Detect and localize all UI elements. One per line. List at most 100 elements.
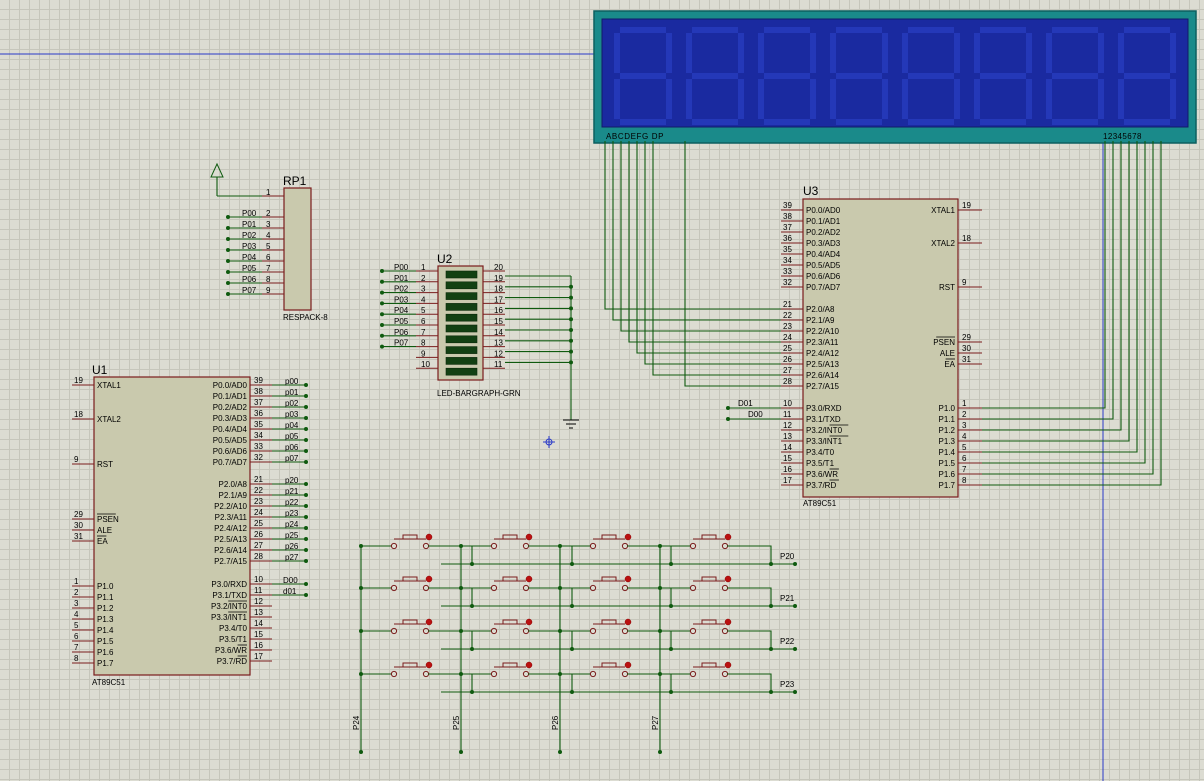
bargraph-u2[interactable]: U2LED-BARGRAPH-GRN1234567891020191817161… xyxy=(416,252,521,398)
pin-label: P2.0/A8 xyxy=(219,480,248,489)
junction-dot xyxy=(669,690,673,694)
segment-b xyxy=(882,33,888,73)
col-net-label: P26 xyxy=(551,715,560,730)
wire xyxy=(727,545,772,564)
pin-number: 17 xyxy=(254,652,263,661)
pin-label: EA xyxy=(97,537,108,546)
junction-dot xyxy=(304,416,308,420)
pin-label: P3.0/RXD xyxy=(211,580,247,589)
switch-contact xyxy=(490,670,498,678)
wire xyxy=(727,673,772,692)
pin-number: 38 xyxy=(254,387,263,396)
keypad-button[interactable] xyxy=(558,575,673,608)
switch-contact xyxy=(422,627,430,635)
pin-number: 3 xyxy=(421,285,426,294)
wire-digit xyxy=(982,141,1146,464)
keypad-button[interactable] xyxy=(459,661,574,694)
pin-label: XTAL1 xyxy=(931,206,955,215)
switch-contact xyxy=(589,670,597,678)
junction-dot xyxy=(793,690,797,694)
pin-label: P3.4/T0 xyxy=(806,448,835,457)
junction-dot xyxy=(380,301,384,306)
wire-segment xyxy=(644,141,781,365)
pin-label: P2.2/A10 xyxy=(214,502,247,511)
junction-dot xyxy=(226,215,230,219)
keypad-button[interactable] xyxy=(658,618,773,651)
pin-number: 1 xyxy=(266,188,271,197)
pin-label: P2.1/A9 xyxy=(219,491,248,500)
pin-number: 12 xyxy=(494,349,503,358)
segment-e xyxy=(830,79,836,119)
pin-number: 14 xyxy=(254,619,263,628)
keypad-button[interactable] xyxy=(359,661,474,694)
segment-d xyxy=(1052,119,1098,125)
keypad-button[interactable] xyxy=(459,618,574,651)
led-bar xyxy=(445,324,478,333)
pin-label: P3.4/T0 xyxy=(219,624,248,633)
pin-label: P3.6/WR xyxy=(806,470,838,479)
cursor-crosshair-icon xyxy=(543,436,555,448)
keypad-button[interactable] xyxy=(658,575,773,608)
pin-number: 24 xyxy=(254,508,263,517)
chip-u3[interactable]: U3AT89C5139P0.0/AD038P0.1/AD137P0.2/AD23… xyxy=(781,184,982,508)
pin-number: 17 xyxy=(783,476,792,485)
junction-dot xyxy=(359,750,363,754)
segment-c xyxy=(1098,79,1104,119)
junction-dot xyxy=(226,226,230,230)
pin-label: P2.3/A11 xyxy=(806,338,839,347)
junction-dot xyxy=(304,394,308,398)
pin-number: 17 xyxy=(494,295,503,304)
switch-cap xyxy=(701,662,717,668)
switch-cap xyxy=(701,619,717,625)
switch-contact xyxy=(390,627,398,635)
pin-label: P3.7/RD xyxy=(217,657,247,666)
segment-d xyxy=(620,119,666,125)
keypad-button[interactable] xyxy=(359,618,474,651)
pin-number: 16 xyxy=(494,306,503,315)
respack-rp1-body[interactable] xyxy=(283,187,312,311)
chip-u1-body[interactable] xyxy=(93,376,251,676)
net-label: P02 xyxy=(394,285,409,294)
pin-number: 7 xyxy=(421,328,426,337)
keypad-button[interactable] xyxy=(558,618,673,651)
switch-indicator xyxy=(624,575,632,583)
junction-dot xyxy=(380,333,384,338)
pin-label: P0.3/AD3 xyxy=(806,239,841,248)
pin-number: 21 xyxy=(783,300,792,309)
keypad-button[interactable] xyxy=(459,575,574,608)
switch-contact xyxy=(422,670,430,678)
segment-g xyxy=(908,73,954,79)
keypad-button[interactable] xyxy=(459,533,574,566)
pin-label: P0.6/AD6 xyxy=(213,447,248,456)
keypad-button[interactable] xyxy=(658,661,773,694)
segment-a xyxy=(692,27,738,33)
net-label: P00 xyxy=(394,263,409,272)
junction-dot xyxy=(669,604,673,608)
pin-number: 10 xyxy=(783,399,792,408)
junction-dot xyxy=(304,515,308,519)
chip-u3-body[interactable] xyxy=(802,198,959,498)
pin-number: 20 xyxy=(494,263,503,272)
chip-u1[interactable]: U1AT89C5119XTAL118XTAL29RST29PSEN30ALE31… xyxy=(72,363,272,687)
switch-indicator xyxy=(724,618,732,626)
segment-a xyxy=(1124,27,1170,33)
led-bar xyxy=(445,367,478,376)
segment-c xyxy=(666,79,672,119)
keypad-button[interactable] xyxy=(658,533,773,566)
segment-g xyxy=(836,73,882,79)
seven-segment-display[interactable]: ABCDEFG DP 12345678 xyxy=(593,10,1197,144)
row-net-label: P20 xyxy=(780,552,795,561)
segment-d xyxy=(1124,119,1170,125)
keypad-button[interactable] xyxy=(558,533,673,566)
junction-dot xyxy=(304,405,308,409)
pin-number: 18 xyxy=(962,234,971,243)
keypad-button[interactable] xyxy=(558,661,673,694)
switch-indicator xyxy=(525,533,533,541)
keypad-button[interactable] xyxy=(359,575,474,608)
keypad-button[interactable] xyxy=(359,533,474,566)
segment-f xyxy=(758,33,764,73)
pin-label: PSEN xyxy=(933,338,955,347)
